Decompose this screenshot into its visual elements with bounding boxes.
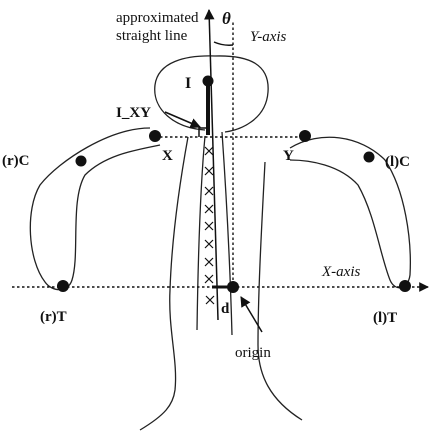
spine-marker — [205, 147, 213, 155]
theta-angle-arc — [214, 42, 233, 45]
label-approximated: approximated — [116, 10, 199, 26]
point-origin — [227, 281, 239, 293]
spine-marker — [205, 222, 213, 230]
point-lT — [399, 280, 411, 292]
spine-marker — [205, 167, 213, 175]
spine-marker — [205, 205, 213, 213]
label-I: I — [185, 75, 191, 92]
spine-marker — [205, 240, 213, 248]
label-I-XY: I_XY — [116, 105, 151, 121]
point-rC — [76, 156, 87, 167]
spine-markers — [205, 147, 214, 304]
label-rC: (r)C — [2, 153, 29, 169]
label-x-axis: X-axis — [321, 264, 360, 280]
label-lC: (l)C — [385, 154, 410, 170]
body-outline-right — [258, 162, 302, 420]
spine-marker — [205, 258, 213, 266]
right-arm-outline — [30, 128, 160, 290]
point-X — [149, 130, 161, 142]
label-straight-line: straight line — [116, 28, 188, 44]
label-y-axis: Y-axis — [250, 29, 287, 45]
spine-marker — [206, 296, 214, 304]
label-d: d — [221, 301, 230, 317]
body-outline-left — [140, 137, 188, 430]
point-Y — [299, 130, 311, 142]
point-I — [203, 76, 214, 87]
label-origin: origin — [235, 345, 271, 361]
label-theta: θ — [222, 9, 231, 28]
spine-contour-left — [197, 136, 205, 330]
label-X: X — [162, 148, 173, 164]
spine-marker — [205, 187, 213, 195]
point-lC — [364, 152, 375, 163]
spine-marker — [205, 275, 213, 283]
label-rT: (r)T — [40, 309, 67, 325]
label-Y: Y — [283, 148, 294, 164]
point-rT — [57, 280, 69, 292]
label-lT: (l)T — [373, 310, 397, 326]
